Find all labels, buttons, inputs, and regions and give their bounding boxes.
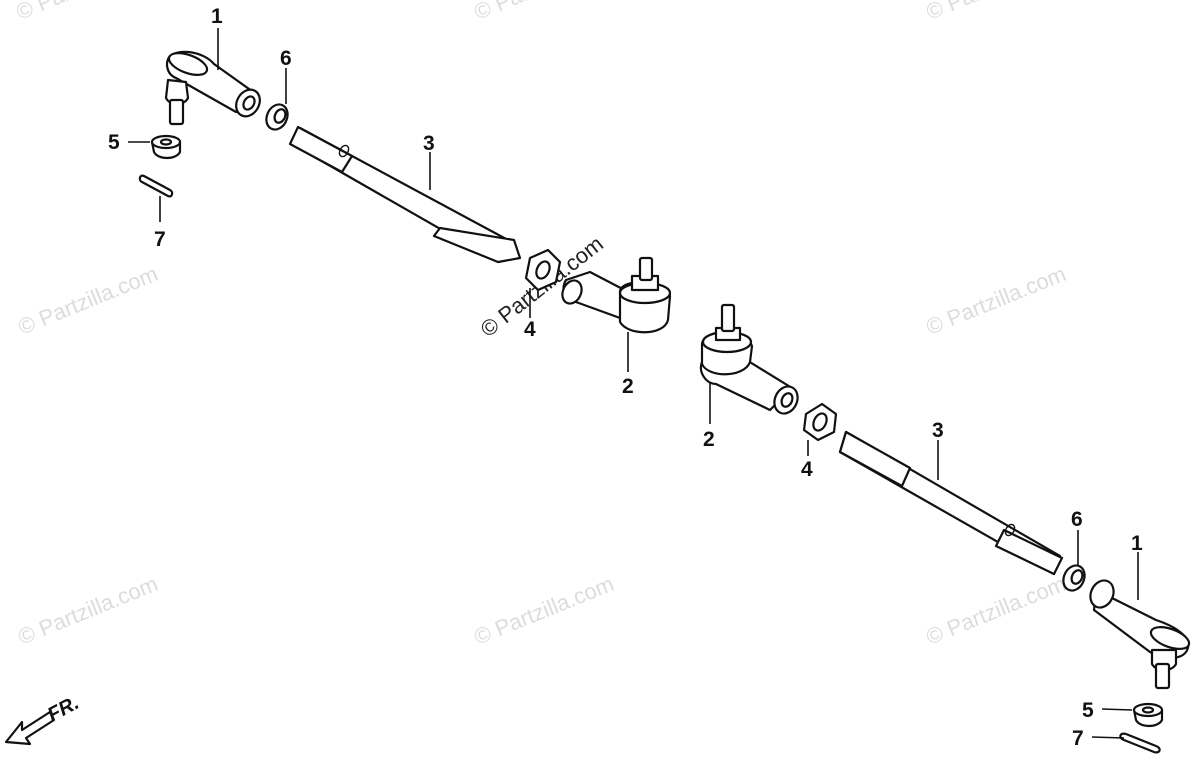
right-castle-nut (1132, 702, 1164, 728)
watermark-text: © Partzilla.com (15, 261, 162, 340)
watermark-text: © Partzilla.com (923, 0, 1070, 25)
watermark-text: © Partzilla.com (13, 0, 160, 25)
front-direction-indicator: FR. (4, 692, 83, 746)
callout-6-right: 6 (1071, 508, 1083, 531)
callout-2-right: 2 (703, 428, 715, 451)
right-lock-nut (802, 402, 838, 442)
left-tie-rod-end (164, 50, 261, 126)
watermark-text: © Partzilla.com (923, 261, 1070, 340)
right-rod (838, 430, 1064, 576)
callout-5-right: 5 (1082, 699, 1094, 722)
callout-5-left: 5 (108, 131, 120, 154)
watermark-text: © Partzilla.com (471, 0, 618, 25)
right-washer (1062, 564, 1086, 592)
callout-1-left: 1 (211, 5, 223, 28)
leader-lines (128, 28, 1139, 739)
callout-2-left: 2 (622, 375, 634, 398)
front-arrow-icon (4, 710, 56, 746)
callout-7-left: 7 (154, 228, 166, 251)
right-cotter-pin (1119, 732, 1161, 754)
callout-1-right: 1 (1131, 532, 1143, 555)
left-inner-end (561, 256, 672, 334)
watermark-text: © Partzilla.com (923, 571, 1070, 650)
left-washer (265, 103, 289, 131)
right-tie-rod-end (1089, 579, 1191, 690)
callout-3-right: 3 (932, 419, 944, 442)
watermark-text: © Partzilla.com (471, 571, 618, 650)
callout-4-right: 4 (801, 458, 813, 481)
left-castle-nut (150, 134, 182, 160)
callout-labels: 1 6 5 7 3 4 2 2 4 3 6 1 5 7 (108, 5, 1143, 750)
callout-4-left: 4 (524, 318, 536, 341)
callout-3-left: 3 (423, 132, 435, 155)
left-rod (288, 125, 522, 264)
callout-6-left: 6 (280, 47, 292, 70)
right-inner-end (699, 303, 799, 415)
watermark-text: © Partzilla.com (15, 571, 162, 650)
left-lock-nut (524, 248, 562, 292)
callout-7-right: 7 (1072, 727, 1084, 750)
left-cotter-pin (138, 174, 174, 198)
